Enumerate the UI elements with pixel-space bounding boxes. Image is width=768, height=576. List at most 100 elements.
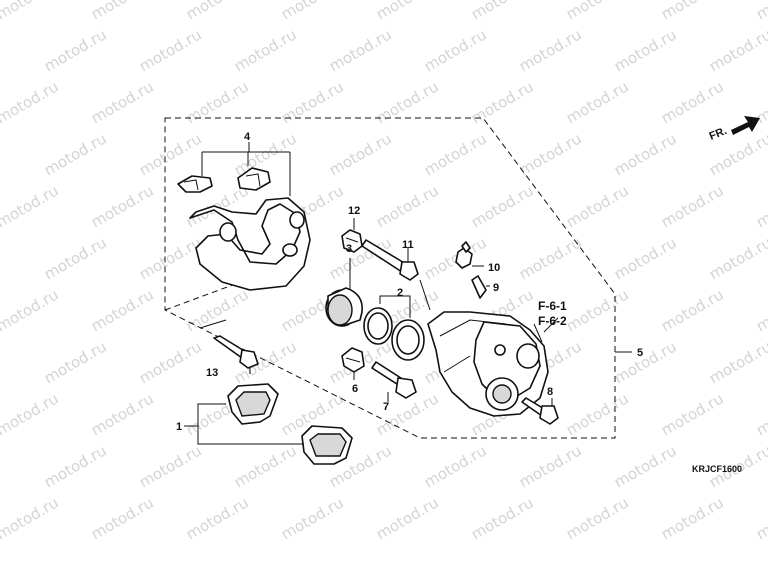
label-2: 2	[397, 287, 403, 299]
watermark-text: motod.ru	[468, 493, 537, 543]
watermark-text: motod.ru	[516, 233, 585, 283]
watermark-text: motod.ru	[421, 441, 490, 491]
watermark-text: motod.ru	[88, 0, 157, 23]
watermark-text: motod.ru	[41, 233, 110, 283]
watermark-text: motod.ru	[88, 181, 157, 231]
watermark-text: motod.ru	[278, 77, 347, 127]
ref-f-6-2: F-6-2	[538, 314, 567, 328]
watermark-text: motod.ru	[326, 129, 395, 179]
watermark-text: motod.ru	[753, 389, 768, 439]
label-3: 3	[346, 243, 352, 255]
label-9: 9	[493, 282, 499, 294]
watermark-text: motod.ru	[658, 77, 727, 127]
watermark-text: motod.ru	[88, 77, 157, 127]
label-6: 6	[352, 383, 358, 395]
watermark-text: motod.ru	[421, 25, 490, 75]
watermark-text: motod.ru	[373, 181, 442, 231]
watermark-text: motod.ru	[658, 389, 727, 439]
watermark-text: motod.ru	[183, 493, 252, 543]
watermark-text: motod.ru	[611, 441, 680, 491]
watermark-text: motod.ru	[0, 493, 62, 543]
watermark-text: motod.ru	[41, 129, 110, 179]
part-caliper-body	[427, 311, 559, 417]
label-7: 7	[383, 401, 389, 413]
part-bleeder	[455, 241, 490, 299]
watermark-text: motod.ru	[41, 337, 110, 387]
watermark-text: motod.ru	[611, 233, 680, 283]
watermark-text: motod.ru	[563, 493, 632, 543]
arrow-icon	[731, 116, 760, 135]
part-boot	[341, 347, 365, 380]
watermark-text: motod.ru	[516, 25, 585, 75]
direction-label: FR.	[708, 125, 729, 143]
watermark-text: motod.ru	[278, 493, 347, 543]
watermark-text: motod.ru	[0, 389, 62, 439]
watermark-text: motod.ru	[231, 25, 300, 75]
label-10: 10	[488, 262, 500, 274]
part-caliper-bracket	[189, 197, 311, 291]
watermark-text: motod.ru	[563, 285, 632, 335]
label-8: 8	[547, 386, 553, 398]
watermark-text: motod.ru	[706, 25, 768, 75]
watermark-text: motod.ru	[183, 285, 252, 335]
watermark-text: motod.ru	[563, 77, 632, 127]
part-piston	[325, 258, 363, 327]
watermark-text: motod.ru	[753, 181, 768, 231]
watermark-text: motod.ru	[468, 77, 537, 127]
watermark-text: motod.ru	[136, 25, 205, 75]
watermark-text: motod.ru	[706, 233, 768, 283]
watermark-text: motod.ru	[278, 0, 347, 23]
watermark-text: motod.ru	[0, 0, 62, 23]
watermark-text: motod.ru	[753, 285, 768, 335]
part-slide-pin	[361, 239, 431, 311]
watermark-text: motod.ru	[611, 337, 680, 387]
part-pin-bolt	[371, 361, 417, 402]
watermark-text: motod.ru	[658, 493, 727, 543]
watermark-text: motod.ru	[88, 389, 157, 439]
watermark-text: motod.ru	[421, 233, 490, 283]
label-11: 11	[402, 239, 414, 251]
watermark-text: motod.ru	[753, 493, 768, 543]
watermark-text: motod.ru	[563, 0, 632, 23]
watermark-text: motod.ru	[88, 493, 157, 543]
watermark-text: motod.ru	[468, 0, 537, 23]
watermark-text: motod.ru	[0, 77, 62, 127]
diagram-code: KRJCF1600	[692, 464, 742, 474]
label-5: 5	[637, 347, 643, 359]
watermark-text: motod.ru	[563, 389, 632, 439]
watermark-text: motod.ru	[753, 0, 768, 23]
watermark-text: motod.ru	[136, 441, 205, 491]
part-brake-pads	[184, 383, 353, 465]
part-bracket-bolt	[199, 319, 259, 374]
label-1: 1	[176, 421, 182, 433]
ref-f-6-1: F-6-1	[538, 299, 567, 313]
watermark-text: motod.ru	[611, 129, 680, 179]
watermark-text: motod.ru	[0, 181, 62, 231]
part-labels: 4 12 11 3 2 10 9 F-6-1 F-6-2 5 13 6 7 8 …	[176, 131, 742, 474]
watermark-text: motod.ru	[658, 181, 727, 231]
watermark-text: motod.ru	[611, 25, 680, 75]
watermark-text: motod.ru	[373, 493, 442, 543]
watermark-text: motod.ru	[183, 77, 252, 127]
label-4: 4	[244, 131, 251, 143]
watermark-text: motod.ru	[183, 0, 252, 23]
part-piston-seals	[363, 295, 425, 361]
watermark-text: motod.ru	[421, 129, 490, 179]
watermark-text: motod.ru	[326, 25, 395, 75]
watermark-text: motod.ru	[516, 441, 585, 491]
watermark-text: motod.ru	[0, 285, 62, 335]
watermark-text: motod.ru	[706, 337, 768, 387]
watermark-text: motod.ru	[658, 285, 727, 335]
label-12: 12	[348, 205, 360, 217]
watermark-text: motod.ru	[136, 233, 205, 283]
watermark-text: motod.ru	[373, 0, 442, 23]
part-pad-spring	[177, 142, 291, 196]
watermark-text: motod.ru	[658, 0, 727, 23]
watermark-text: motod.ru	[563, 181, 632, 231]
watermark-text: motod.ru	[88, 285, 157, 335]
watermark-text: motod.ru	[231, 441, 300, 491]
watermark-text: motod.ru	[136, 129, 205, 179]
watermark-text: motod.ru	[373, 77, 442, 127]
